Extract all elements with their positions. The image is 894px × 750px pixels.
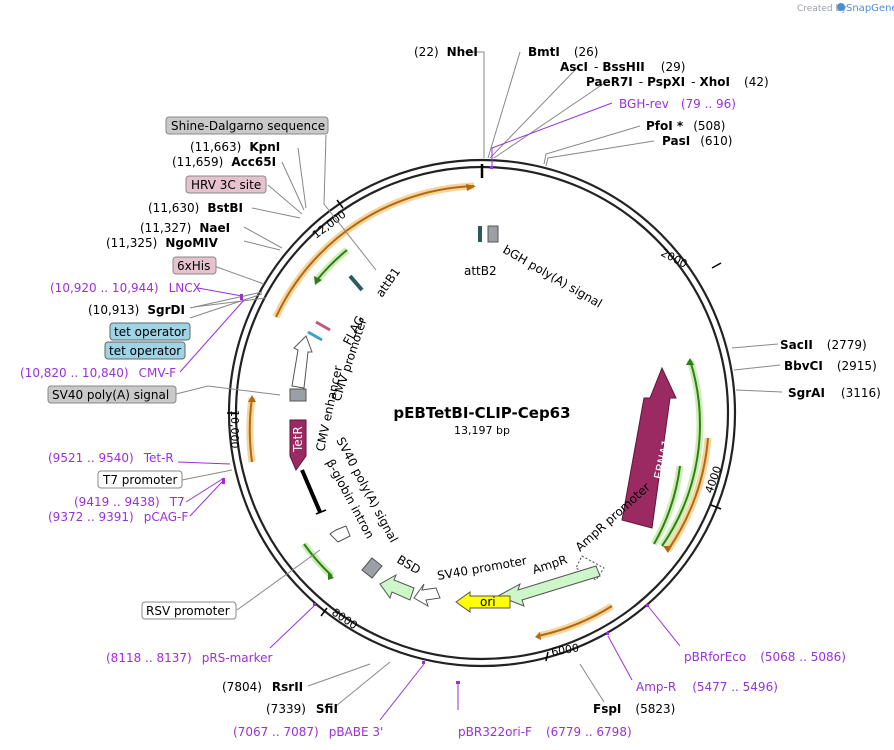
tet-operator-label-2: tet operator [109,344,181,358]
attb2-mark [478,226,482,242]
primer-amp-r: Amp-R(5477 .. 5496) [636,680,778,694]
rsv-promoter-label: RSV promoter [146,604,230,618]
bglobin-arrow [329,525,351,543]
t7-promoter-box [97,470,183,489]
primer-lncx: (10,920 .. 10,944)LNCX [50,281,201,295]
primer-bgh-rev: BGH-rev(79 .. 96) [619,97,736,111]
ori-feature [455,591,511,613]
tick-marks [227,199,722,662]
tet-operator-label-1: tet operator [114,325,186,339]
enzyme-sfii: (7339)SfiI [266,702,338,716]
primer-pbrforeco: pBRforEco(5068 .. 5086) [684,650,846,664]
primer-leader-lines [177,102,681,721]
enzyme-nhei: (22)NheI [414,45,478,59]
tick-6000: 6000 [550,641,580,659]
leader-lines [175,51,783,707]
attb2-label: attB2 [464,264,497,278]
6xhis-box [172,256,217,275]
bsd-feature [379,573,415,601]
enzyme-bbvci: BbvCI(2915) [784,359,877,373]
orf-arcs [246,182,712,640]
enzyme-sgrdi: (10,913)SgrDI [88,303,185,317]
sv40-promoter-label: SV40 promoter [436,553,528,583]
bsd-label: BSD [395,552,424,577]
sv40-promoter-feature [413,583,441,608]
plasmid-size: 13,197 bp [454,424,510,437]
snapgene-logo-icon [837,3,845,11]
enzyme-pasi: PasI(610) [662,134,732,148]
ebna1-feature [621,366,677,529]
flag-mark [315,320,331,332]
enzyme-sgrai: SgrAI(3116) [788,386,881,400]
tet-operator-box-1 [109,322,191,341]
rsv-promoter-box [141,601,237,620]
enzyme-labels: (22)NheI BmtI(26) AscI-BssHII(29) PaeR7I… [88,45,881,716]
ampr-label: AmpR [531,552,569,576]
tick-8000: 8000 [329,606,359,632]
ori-label: ori [480,595,496,609]
credit-prefix: Created by [797,4,847,14]
enzyme-naei: (11,327)NaeI [140,221,230,235]
primer-cmv-f: (10,820 .. 10,840)CMV-F [20,366,176,380]
sv40-pa-box [361,557,383,579]
plasmid-name: pEBTetBI-CLIP-Cep63 [393,404,570,422]
ampr-feature [496,565,601,607]
bglobin-intron-bar [300,469,322,513]
snapgene-credit: Created by SnapGene [797,3,894,14]
bgh-label: bGH poly(A) signal [501,242,605,310]
enzyme-kpni: (11,663)KpnI [190,140,280,154]
tetr-feature [289,419,307,472]
cmv-promoter-arrow [291,335,313,389]
primer-pbabe3: (7067 .. 7087)pBABE 3' [233,725,383,739]
tick-10000: 10,000 [228,410,241,449]
attb1-mark [348,274,364,292]
enzyme-pfoi: PfoI *(508) [646,119,725,133]
enzyme-ngomiv: (11,325)NgoMIV [106,236,219,250]
primer-prs-marker: (8118 .. 8137)pRS-marker [106,651,272,665]
credit-brand: SnapGene [846,3,894,14]
tet-operator-mark [307,330,323,342]
boxed-labels: Shine-Dalgarno sequence HRV 3C site 6xHi… [47,116,329,620]
tet-operator-box-2 [104,341,186,360]
primer-t7: (9419 .. 9438)T7 [74,495,185,509]
enzyme-paer7i: PaeR7I-PspXI-XhoI(42) [586,75,769,89]
features: EBNA1 ori TetR [289,225,677,613]
enzyme-rsrii: (7804)RsrII [222,680,303,694]
primer-tet-r: (9521 .. 9540)Tet-R [48,451,174,465]
enzyme-fspi: FspI(5823) [593,702,675,716]
enzyme-bmti: BmtI(26) [528,45,599,59]
6xhis-label: 6xHis [177,259,210,273]
tetr-label: TetR [291,426,305,453]
shine-dalgarno-label: Shine-Dalgarno sequence [171,119,325,133]
enzyme-bstbi: (11,630)BstBI [148,201,243,215]
sv40-polya-label: SV40 poly(A) signal [52,388,169,402]
enzyme-sacii: SacII(2779) [780,338,867,352]
bgh-polya-box [487,225,499,243]
enzyme-asci: AscI-BssHII(29) [560,60,685,74]
primer-labels: BGH-rev(79 .. 96) pBRforEco(5068 .. 5086… [20,97,846,739]
sv40-pa-small-box [289,388,307,402]
primer-marks [222,166,649,684]
hrv-3c-box [185,175,267,194]
attb1-label: attB1 [373,265,403,300]
t7-promoter-label: T7 promoter [102,473,178,487]
hrv-3c-label: HRV 3C site [191,178,261,192]
enzyme-acc65i: (11,659)Acc65I [172,155,276,169]
shine-dalgarno-box [165,116,329,135]
sv40-polya-box [47,385,177,404]
primer-pbr322ori-f: pBR322ori-F(6779 .. 6798) [458,725,632,739]
primer-pcag-f: (9372 .. 9391)pCAG-F [48,510,188,524]
